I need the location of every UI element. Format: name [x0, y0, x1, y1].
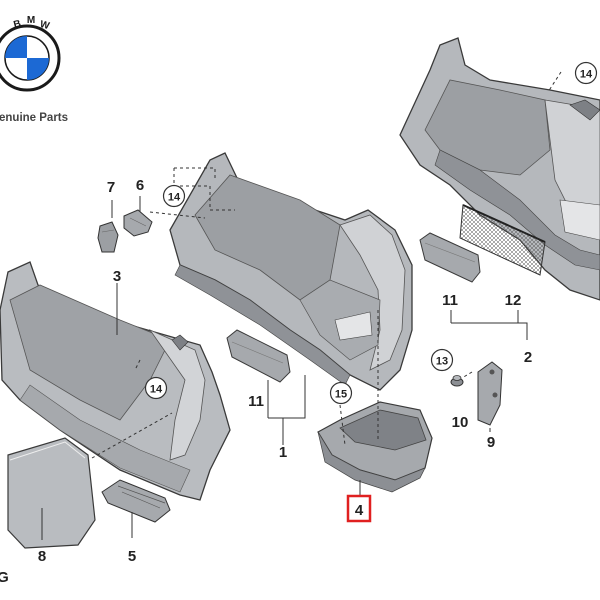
- dashed-guide-lines: [91, 71, 562, 459]
- left-side-trim-panel: [0, 261, 231, 501]
- callout-14-c: 14: [580, 69, 593, 81]
- callout-2: 2: [524, 349, 532, 366]
- grommet-part-10: [450, 375, 464, 387]
- callout-15: 15: [335, 389, 347, 401]
- logo-letter-b: B: [12, 18, 22, 30]
- callout-8: 8: [38, 548, 46, 565]
- callout-9: 9: [487, 434, 495, 451]
- logo-letter-m: M: [27, 15, 35, 26]
- cover-panel-11-left: [226, 329, 291, 383]
- bracket-part-9: [477, 361, 503, 426]
- leader-lines: [41, 196, 528, 540]
- bmw-logo: B M W: [0, 15, 61, 92]
- callout-13: 13: [436, 356, 448, 368]
- right-side-trim-panel: [169, 152, 413, 391]
- callout-11-right: 11: [442, 292, 458, 309]
- circled-callout-14-b: 14: [144, 376, 168, 400]
- clip-part-7: [97, 221, 119, 253]
- circled-callout-13: 13: [430, 348, 454, 372]
- luggage-net: [459, 204, 546, 276]
- callout-3: 3: [113, 268, 121, 285]
- callout-4: 4: [355, 502, 364, 519]
- callout-14-b: 14: [150, 384, 163, 396]
- callout-10: 10: [452, 414, 469, 431]
- footer-letter: G: [0, 569, 9, 586]
- callout-14-a: 14: [168, 192, 181, 204]
- cover-panel-11-right: [419, 232, 481, 283]
- brand-tagline: enuine Parts: [0, 112, 68, 124]
- callout-1: 1: [279, 444, 287, 461]
- circled-callout-14-a: 14: [162, 184, 186, 208]
- rear-trim-panel: [399, 37, 600, 301]
- callout-11-left: 11: [248, 393, 264, 410]
- logo-letter-w: W: [39, 19, 52, 32]
- highlighted-callout-4[interactable]: 4: [346, 494, 372, 523]
- storage-tray-part-4: [317, 401, 433, 493]
- circled-callout-15: 15: [329, 381, 353, 405]
- callout-7: 7: [107, 179, 115, 196]
- callout-6: 6: [136, 177, 144, 194]
- clip-part-6: [123, 209, 153, 237]
- callout-12: 12: [505, 292, 522, 309]
- cover-part-8: [7, 437, 96, 549]
- handle-part-5: [101, 479, 171, 523]
- circled-callout-14-c: 14: [574, 61, 598, 85]
- callout-5: 5: [128, 548, 136, 565]
- callout-labels: 3 7 6 11 1 11 12 2 10 9 8 5 G: [0, 177, 532, 586]
